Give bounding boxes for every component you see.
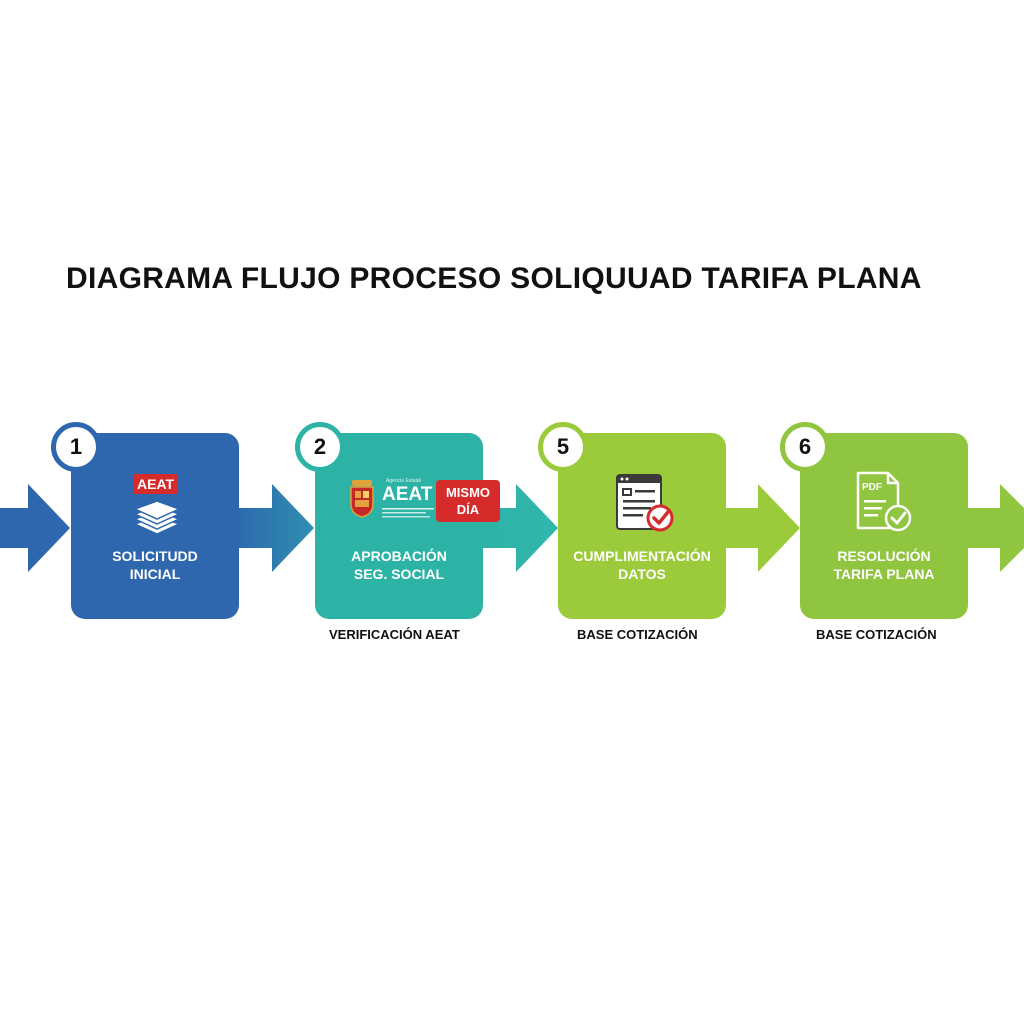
step-2-label-line2: SEG. SOCIAL [353,566,445,582]
step-2-label: APROBACIÓN SEG. SOCIAL [321,547,477,583]
step-4-label: RESOLUCIÓN TARIFA PLANA [806,547,962,583]
same-day-line1: MISMO [445,485,491,500]
diagram-title: DIAGRAMA FLUJO PROCESO SOLIQUUAD TARIFA … [66,262,922,295]
step-2-number: 2 [295,422,345,472]
same-day-badge: MISMO DÍA [436,480,500,522]
arrow-in-icon [0,484,70,572]
step-1-label-line1: SOLICITUDD [112,548,198,564]
step-4-label-line1: RESOLUCIÓN [837,548,931,564]
step-4-sublabel: BASE COTIZACIÓN [816,627,937,642]
arrow-1-2-icon [232,484,314,572]
stack-of-papers-icon [133,500,181,535]
aeat-tag: AEAT [133,474,179,494]
step-1-number: 1 [51,422,101,472]
step-1-label: SOLICITUDD INICIAL [77,547,233,583]
step-4-box: RESOLUCIÓN TARIFA PLANA [800,433,968,619]
step-3-label: CUMPLIMENTACIÓN DATOS [564,547,720,583]
step-1-label-line2: INICIAL [129,566,181,582]
step-3-label-line1: CUMPLIMENTACIÓN [573,548,711,564]
step-3-number: 5 [538,422,588,472]
pdf-label: PDF [862,482,882,493]
same-day-line2: DÍA [456,502,480,517]
step-4-number: 6 [780,422,830,472]
step-2-label-line1: APROBACIÓN [351,548,447,564]
agency-fine-print-lines [382,508,434,518]
arrow-out-icon [960,484,1024,572]
step-2-box: APROBACIÓN SEG. SOCIAL [315,433,483,619]
step-3-sublabel: BASE COTIZACIÓN [577,627,698,642]
step-3-label-line2: DATOS [618,566,666,582]
arrow-2-3-icon [476,484,558,572]
step-2-sublabel: VERIFICACIÓN AEAT [329,627,460,642]
arrow-3-4-icon [718,484,800,572]
pdf-document-icon [856,471,912,532]
coat-of-arms-icon [350,480,374,518]
aeat-logo: AEAT [382,484,433,505]
agency-small-text: Agencia Estatal [386,478,421,484]
form-check-icon [616,474,674,532]
step-4-label-line2: TARIFA PLANA [833,566,935,582]
